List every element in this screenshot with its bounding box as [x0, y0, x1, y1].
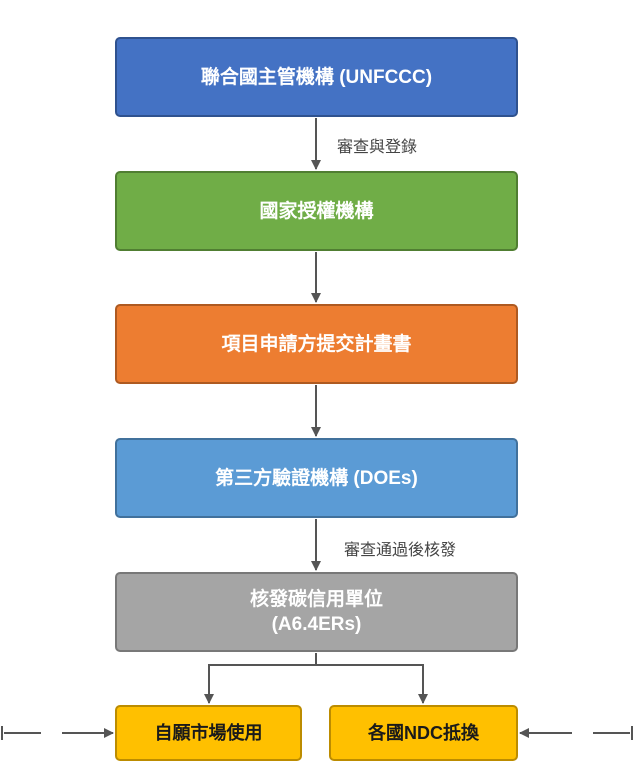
unfccc-node-label: 聯合國主管機構 (UNFCCC): [200, 66, 433, 88]
issuance-node-sublabel: (A6.4ERs): [271, 614, 362, 635]
review-register-label: 審查與登錄: [337, 137, 418, 156]
national-authority-node-label: 國家授權機構: [259, 200, 374, 222]
project-participant-node-label: 項目申請方提交計畫書: [221, 333, 412, 355]
issuance-node: 核發碳信用單位 (A6.4ERs): [115, 572, 518, 652]
doe-node-label: 第三方驗證機構 (DOEs): [215, 467, 418, 489]
arrow-issuance-to-ndc: [316, 664, 428, 704]
ndc-offset-node-label: 各國NDC抵換: [368, 722, 479, 743]
voluntary-market-node: 自願市場使用: [115, 705, 302, 761]
issuance-node-label: 核發碳信用單位: [249, 589, 383, 610]
doe-node: 第三方驗證機構 (DOEs): [115, 438, 518, 518]
approved-issue-label: 審查通過後核發: [344, 540, 457, 559]
voluntary-market-node-label: 自願市場使用: [154, 722, 263, 743]
arrow-issuance-split: [204, 653, 317, 704]
ndc-offset-node: 各國NDC抵換: [329, 705, 518, 761]
national-authority-node: 國家授權機構: [115, 171, 518, 251]
project-participant-node: 項目申請方提交計畫書: [115, 304, 518, 384]
unfccc-node: 聯合國主管機構 (UNFCCC): [115, 37, 518, 117]
